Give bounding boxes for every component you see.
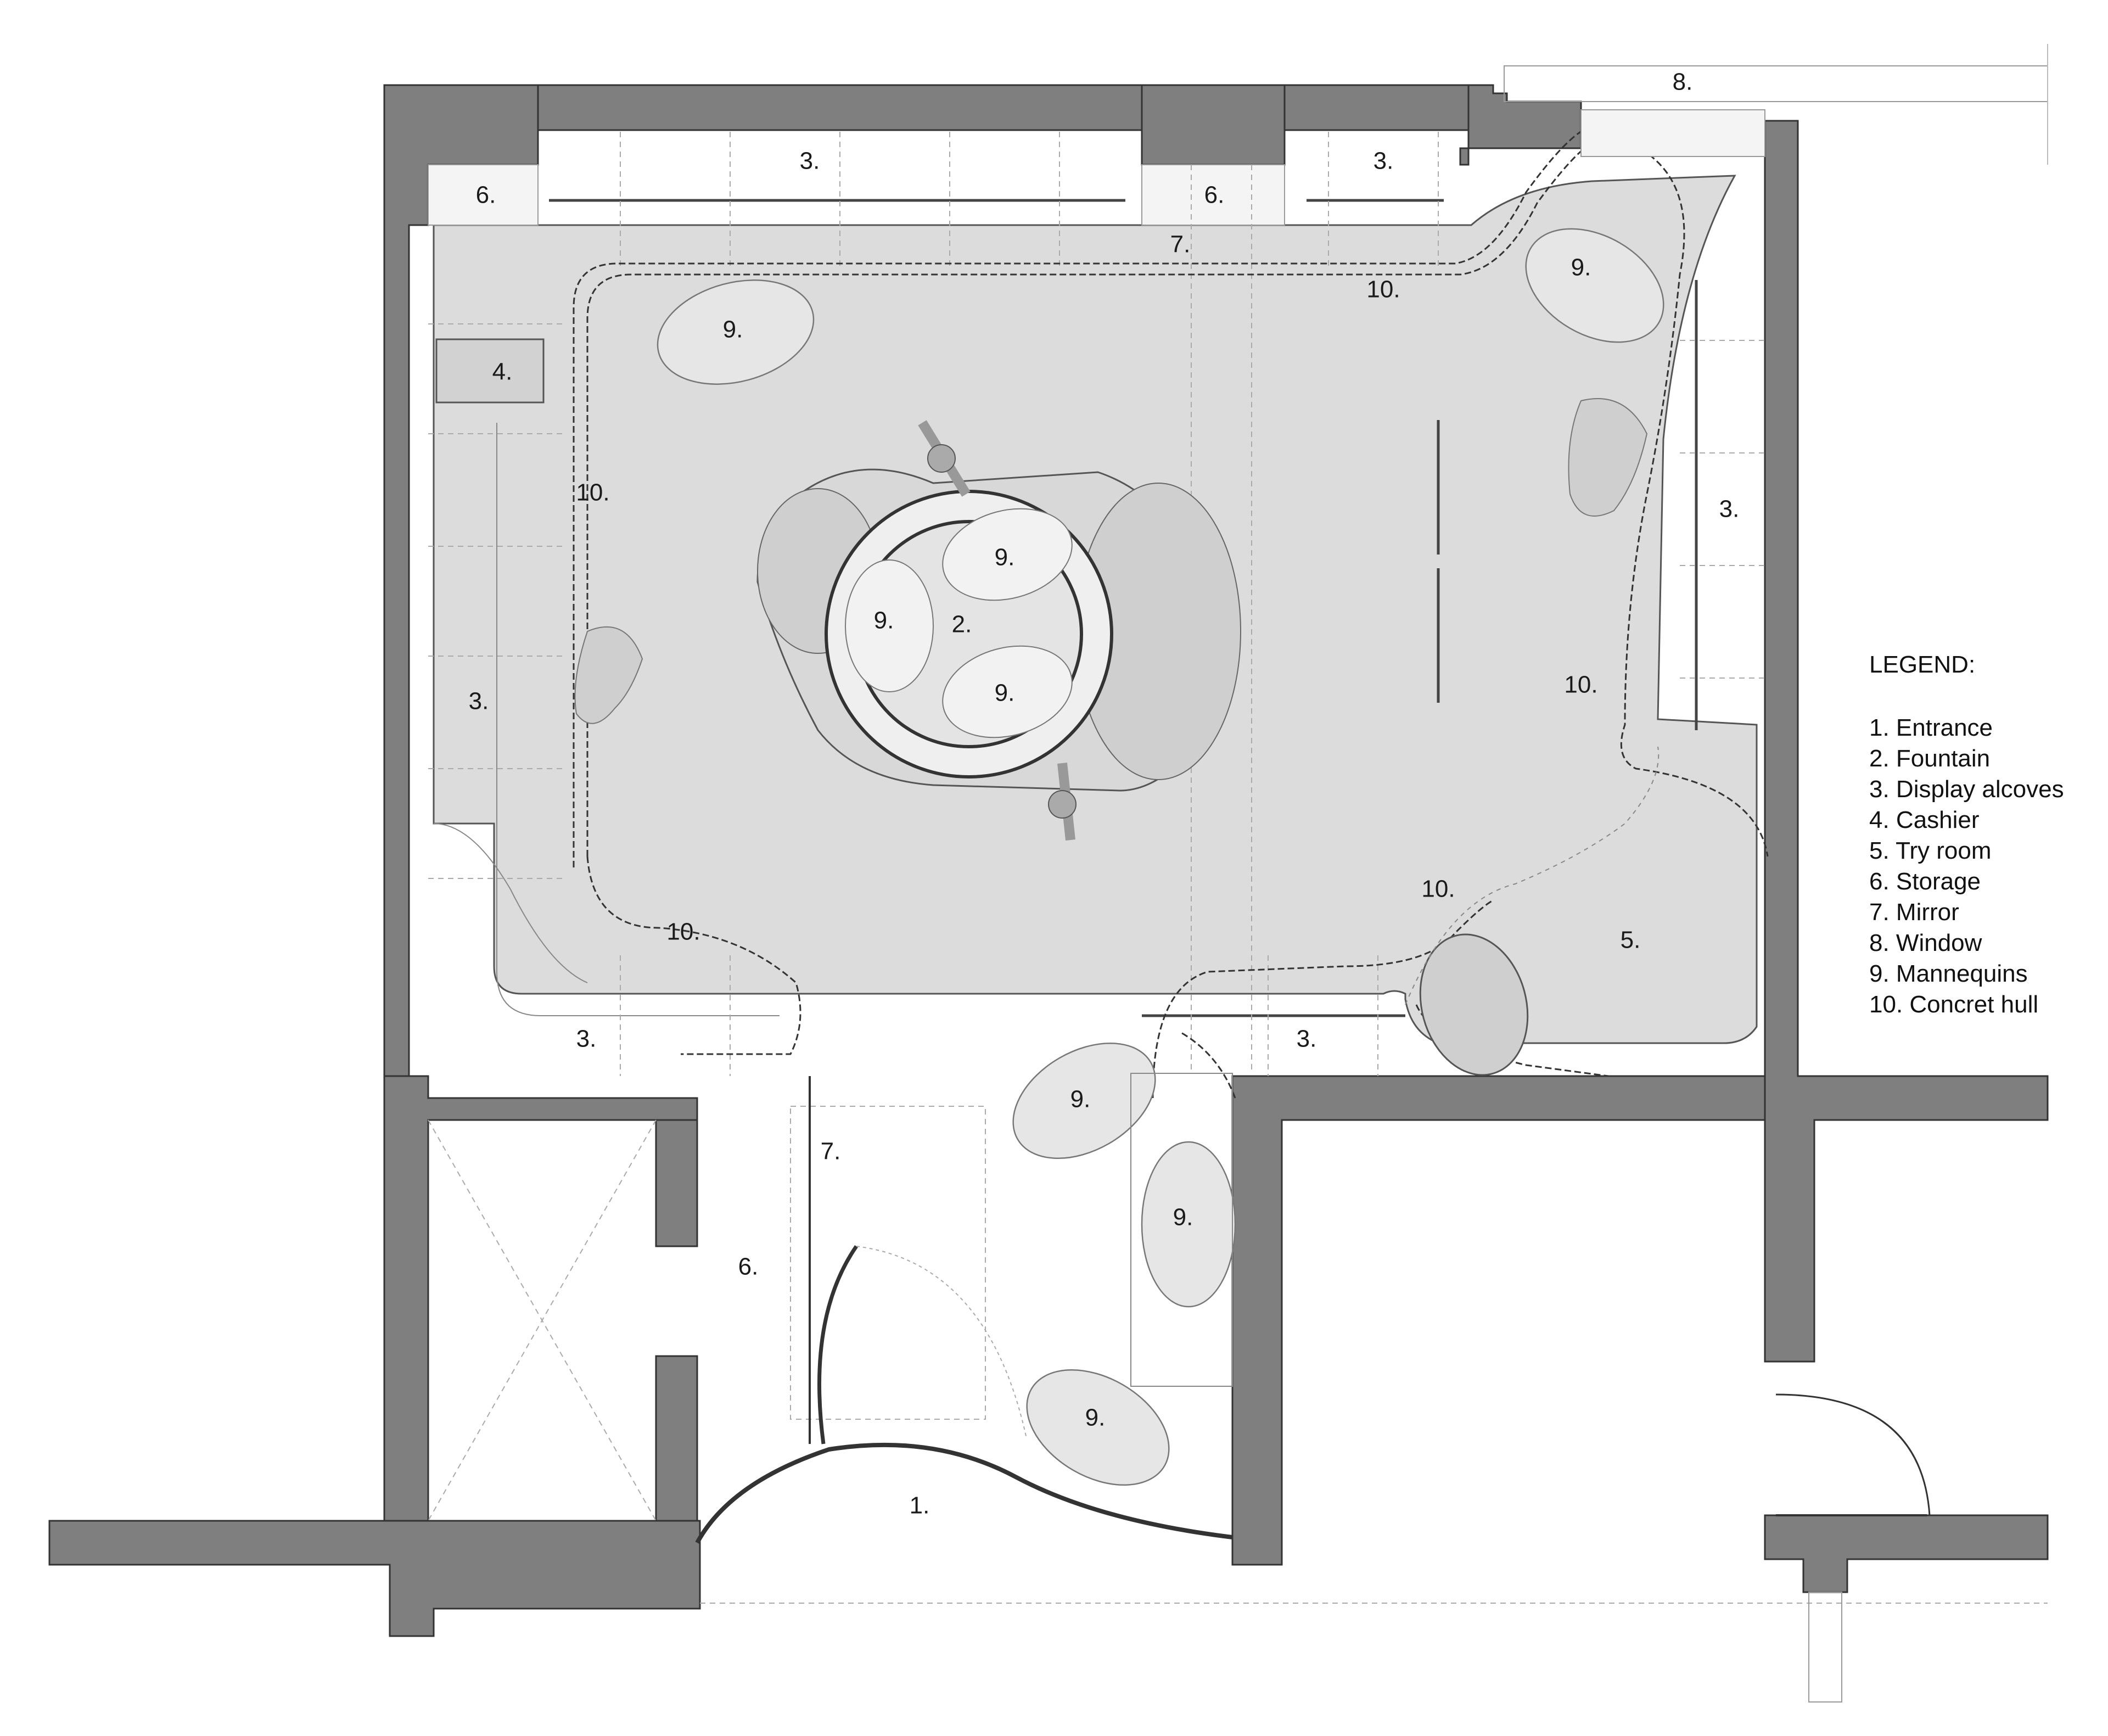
label-mannequin-3: 9. (995, 544, 1015, 571)
legend: LEGEND: 1. Entrance 2. Fountain 3. Displ… (1869, 651, 2064, 1018)
label-display-bottom-right: 3. (1297, 1026, 1317, 1052)
label-mirror-top: 7. (1170, 231, 1191, 258)
legend-item-9: 9. Mannequins (1869, 960, 2028, 987)
storage-top-mid (1141, 164, 1285, 226)
display-rails (496, 199, 1698, 1017)
label-mannequin-7: 9. (1173, 1204, 1193, 1231)
legend-item-5: 5. Try room (1869, 837, 1992, 864)
legend-item-1: 1. Entrance (1869, 714, 1993, 741)
label-mannequin-2: 9. (1571, 254, 1591, 281)
label-storage-bottom: 6. (738, 1253, 759, 1280)
label-storage-top-left: 6. (476, 182, 496, 209)
label-display-top-right: 3. (1373, 148, 1394, 175)
label-storage-top-mid: 6. (1204, 182, 1225, 209)
grid-lines (428, 132, 2048, 1604)
cashier-desk (435, 338, 545, 404)
legend-item-8: 8. Window (1869, 929, 1982, 956)
label-hull-bottom-left: 10. (666, 919, 700, 945)
legend-item-2: 2. Fountain (1869, 745, 1990, 772)
fountain (756, 420, 1241, 841)
legend-title: LEGEND: (1869, 651, 1975, 678)
walls (48, 84, 2049, 1637)
label-mannequin-6: 9. (1070, 1086, 1091, 1113)
storage-top-left (428, 164, 539, 226)
label-mannequin-8: 9. (1085, 1404, 1106, 1431)
legend-item-6: 6. Storage (1869, 868, 1981, 895)
label-entrance: 1. (910, 1492, 930, 1519)
legend-item-3: 3. Display alcoves (1869, 776, 2064, 803)
label-hull-right: 10. (1564, 671, 1597, 698)
label-display-left: 3. (469, 688, 489, 715)
legend-item-7: 7. Mirror (1869, 899, 1959, 926)
plants (574, 398, 1648, 724)
label-hull-top: 10. (1366, 276, 1400, 303)
mannequins (657, 228, 1664, 1486)
label-tryroom: 5. (1621, 927, 1641, 954)
label-display-top: 3. (800, 148, 820, 175)
label-cashier: 4. (492, 359, 513, 385)
label-mirror-bottom: 7. (821, 1138, 841, 1165)
label-mannequin-1: 9. (723, 316, 743, 343)
label-display-right: 3. (1719, 496, 1740, 523)
legend-item-4: 4. Cashier (1869, 807, 1980, 833)
label-window: 8. (1673, 69, 1693, 96)
label-display-bottom-left: 3. (576, 1026, 597, 1052)
label-hull-left: 10. (576, 479, 609, 506)
label-hull-bottom-right: 10. (1421, 876, 1455, 903)
label-mannequin-4: 9. (874, 607, 894, 634)
legend-item-10: 10. Concret hull (1869, 991, 2038, 1018)
label-fountain: 2. (952, 611, 972, 638)
label-mannequin-5: 9. (995, 680, 1015, 707)
